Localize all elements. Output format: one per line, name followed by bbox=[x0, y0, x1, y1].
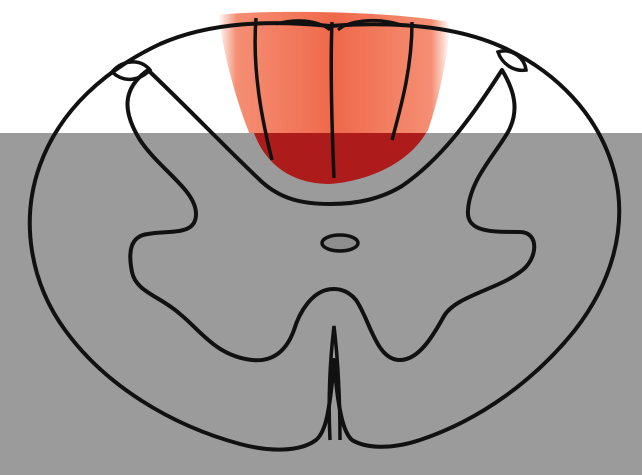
central-canal bbox=[322, 235, 358, 251]
lower-gray-overlay bbox=[0, 133, 642, 475]
